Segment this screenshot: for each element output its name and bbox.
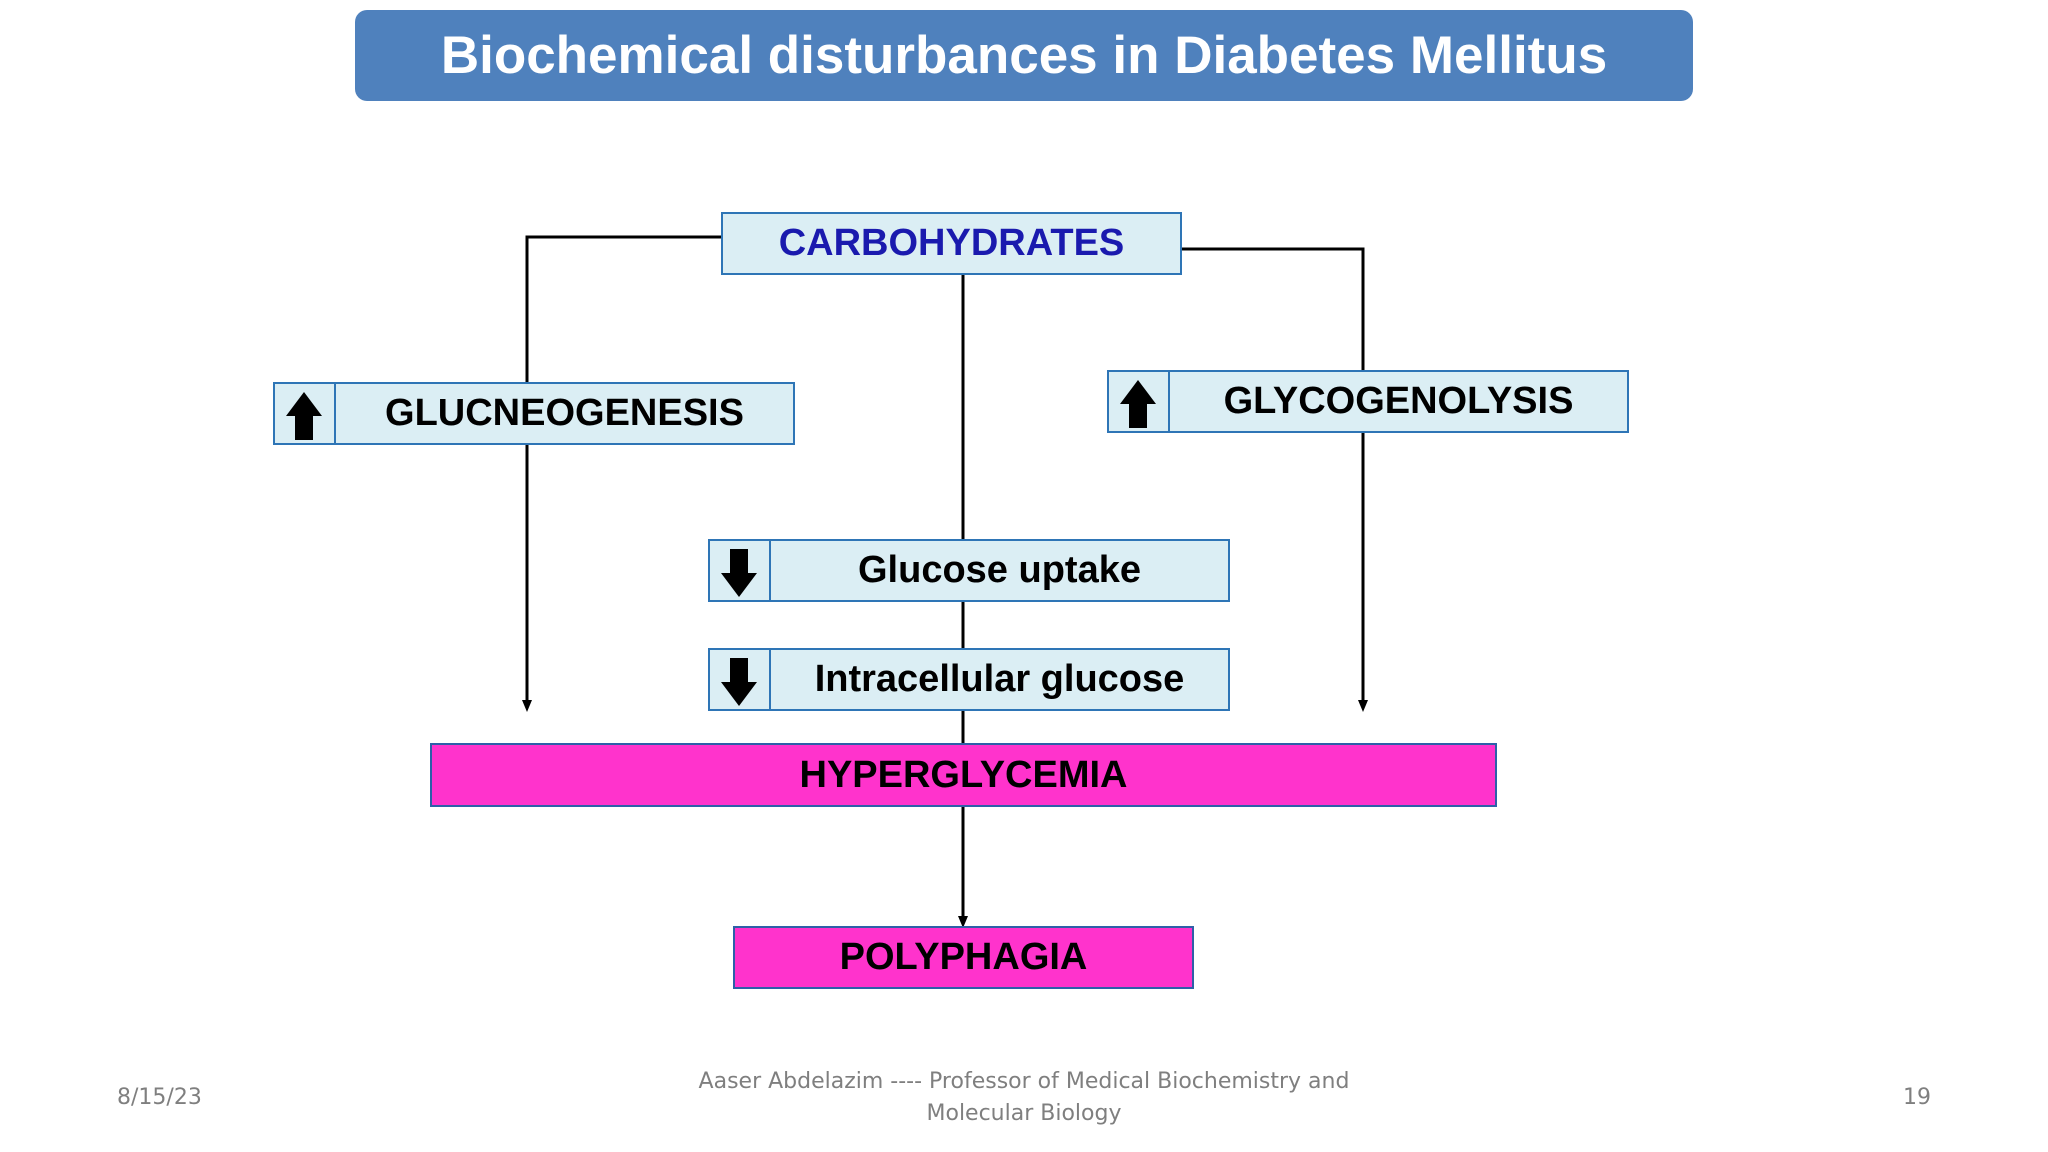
hyperglycemia-box: HYPERGLYCEMIA xyxy=(430,743,1497,807)
gluconeogenesis-indicator xyxy=(273,382,336,445)
glucose-uptake-indicator xyxy=(708,539,771,602)
carbohydrates-label: CARBOHYDRATES xyxy=(778,222,1125,264)
intracellular-glucose-label: Intracellular glucose xyxy=(814,658,1185,700)
up-arrow-icon xyxy=(286,392,322,440)
polyphagia-box: POLYPHAGIA xyxy=(733,926,1194,989)
footer-author-line1: Aaser Abdelazim ---- Professor of Medica… xyxy=(698,1069,1350,1094)
glycogenolysis-indicator xyxy=(1107,370,1170,433)
title-banner: Biochemical disturbances in Diabetes Mel… xyxy=(355,10,1693,101)
footer-author-line2: Molecular Biology xyxy=(926,1101,1122,1126)
hyperglycemia-label: HYPERGLYCEMIA xyxy=(799,753,1128,796)
glycogenolysis-box: GLYCOGENOLYSIS xyxy=(1168,370,1629,433)
gluconeogenesis-label: GLUCNEOGENESIS xyxy=(385,392,744,434)
glycogenolysis-label: GLYCOGENOLYSIS xyxy=(1223,380,1574,422)
intracellular-glucose-box: Intracellular glucose xyxy=(769,648,1230,711)
down-arrow-icon xyxy=(721,549,757,597)
glucose-uptake-box: Glucose uptake xyxy=(769,539,1230,602)
connector-carb-to-gluconeogenesis xyxy=(525,235,722,382)
footer-author: Aaser Abdelazim ---- Professor of Medica… xyxy=(640,1066,1408,1130)
intracellular-glucose-indicator xyxy=(708,648,771,711)
down-arrow-icon xyxy=(721,658,757,706)
up-arrow-icon xyxy=(1120,380,1156,428)
carbohydrates-box: CARBOHYDRATES xyxy=(721,212,1182,275)
footer-date: 8/15/23 xyxy=(117,1085,202,1110)
connector-carb-to-glycogenolysis xyxy=(1181,247,1365,370)
gluconeogenesis-box: GLUCNEOGENESIS xyxy=(334,382,795,445)
polyphagia-label: POLYPHAGIA xyxy=(839,936,1088,978)
footer-page-number: 19 xyxy=(1903,1085,1931,1110)
glucose-uptake-label: Glucose uptake xyxy=(858,549,1141,591)
slide-title: Biochemical disturbances in Diabetes Mel… xyxy=(440,26,1608,85)
